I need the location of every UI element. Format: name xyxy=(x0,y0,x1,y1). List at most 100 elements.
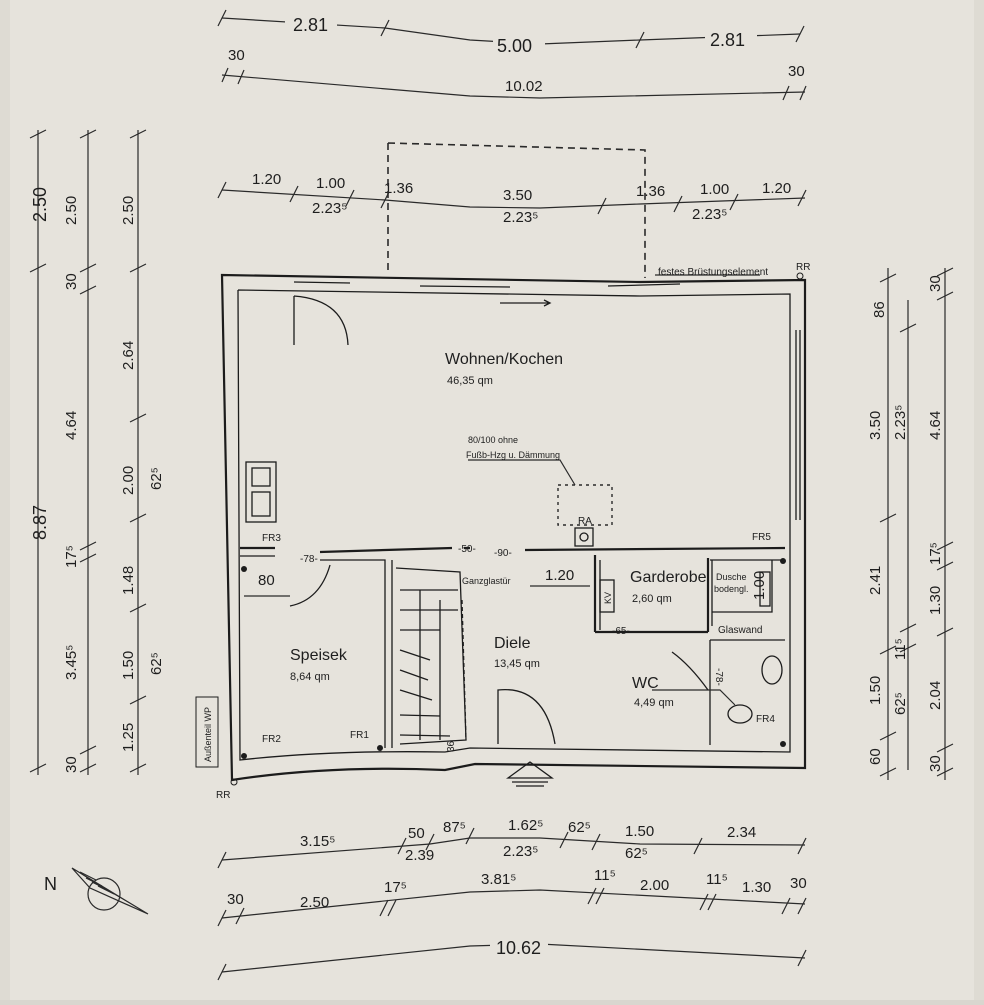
label-fr4: FR4 xyxy=(756,714,775,725)
dim-left-c3-e: 1.48 xyxy=(120,566,137,595)
dim-bot-r2-i: 30 xyxy=(790,875,807,892)
label-d90: -90- xyxy=(494,548,512,559)
dim-bot-r1b-c: 62⁵ xyxy=(625,845,648,862)
right-dimensions: 3.50 2.41 1.50 60 86 2.23⁵ 11⁵ 62⁵ 30 4.… xyxy=(867,267,954,780)
dim-left-c2-a: 2.50 xyxy=(63,196,80,225)
dim-left-c3-c: 2.00 xyxy=(120,466,137,495)
label-kv: KV xyxy=(603,592,613,604)
label-d36: 36 xyxy=(446,740,457,752)
dim-top-r3b-c: 2.23⁵ xyxy=(692,206,727,223)
north-arrow: N xyxy=(44,867,149,915)
label-d78b: -78- xyxy=(713,668,724,686)
label-fr5: FR5 xyxy=(752,532,771,543)
dim-top-r3-f: 1.00 xyxy=(700,181,729,198)
dim-bot-r2-b: 2.50 xyxy=(300,894,329,911)
label-rr-top: RR xyxy=(796,262,810,273)
dim-left-c3-a: 2.50 xyxy=(120,196,137,225)
dim-top-r1-c: 2.81 xyxy=(710,30,745,50)
dim-right-c3-c: 17⁵ xyxy=(927,542,944,565)
dim-bot-r2-g: 11⁵ xyxy=(706,871,728,888)
dim-right-c1-a: 3.50 xyxy=(867,411,884,440)
label-aussen-wp: Außenteil WP xyxy=(203,707,213,762)
label-d120: 1.20 xyxy=(545,567,574,584)
dim-top-r3-c: 1.36 xyxy=(384,180,413,197)
label-ganzglastuer: Ganzglastür xyxy=(462,576,511,586)
label-dusche-2: bodengl. xyxy=(714,584,749,594)
dim-left-c1-a: 2.50 xyxy=(30,187,50,222)
room-area-wc: 4,49 qm xyxy=(634,697,674,709)
dim-right-c1-b: 2.41 xyxy=(867,566,884,595)
dim-top-r3b-b: 2.23⁵ xyxy=(503,209,538,226)
dim-top-r3-b: 1.00 xyxy=(316,175,345,192)
dim-left-c1-b: 8.87 xyxy=(30,505,50,540)
dim-top-r3-g: 1.20 xyxy=(762,180,791,197)
dim-left-c3-g: 62⁵ xyxy=(148,652,165,675)
dim-left-c2-c: 4.64 xyxy=(63,411,80,440)
label-fr2: FR2 xyxy=(262,734,281,745)
label-dusche-1: Dusche xyxy=(716,572,747,582)
dim-top-r2-c: 30 xyxy=(788,63,805,80)
dim-right-c3-f: 30 xyxy=(927,755,944,772)
building-walls xyxy=(220,272,807,787)
plan-annotations: festes Brüstungselement RR RR FR1 FR2 FR… xyxy=(195,262,810,801)
label-d80: 80 xyxy=(258,572,275,589)
dim-left-c2-e: 3.45⁵ xyxy=(63,645,80,680)
dim-bot-r1-b: 50 xyxy=(408,825,425,842)
dim-bot-r2-d: 3.81⁵ xyxy=(481,871,516,888)
room-area-garderobe: 2,60 qm xyxy=(632,593,672,605)
dim-bot-r1b-b: 2.23⁵ xyxy=(503,843,538,860)
room-name-wc: WC xyxy=(632,675,659,692)
dim-left-c3-d: 62⁵ xyxy=(148,467,165,490)
dim-right-c2-b: 2.23⁵ xyxy=(892,405,909,440)
dim-left-c3-b: 2.64 xyxy=(120,341,137,370)
dim-top-r1-a: 2.81 xyxy=(293,15,328,35)
label-festes: festes Brüstungselement xyxy=(658,267,768,278)
dim-bot-r3-a: 10.62 xyxy=(496,938,541,958)
dim-bot-r1-e: 62⁵ xyxy=(568,819,591,836)
label-fr1: FR1 xyxy=(350,730,369,741)
label-d50: -50- xyxy=(458,544,476,555)
dim-right-c2-a: 86 xyxy=(871,301,888,318)
dim-left-c2-f: 30 xyxy=(63,756,80,773)
room-area-diele: 13,45 qm xyxy=(494,658,540,670)
label-note-1: 80/100 ohne xyxy=(468,435,518,445)
room-labels: Wohnen/Kochen 46,35 qm Speisek 8,64 qm D… xyxy=(290,351,707,709)
dim-top-r3-d: 3.50 xyxy=(503,187,532,204)
left-dimensions: 2.50 8.87 2.50 30 4.64 17⁵ 3.45⁵ 30 2.50… xyxy=(29,129,165,775)
dim-left-c2-d: 17⁵ xyxy=(63,545,80,568)
room-area-speisek: 8,64 qm xyxy=(290,671,330,683)
dim-bot-r1-d: 1.62⁵ xyxy=(508,817,543,834)
room-name-speisek: Speisek xyxy=(290,647,348,664)
north-label: N xyxy=(44,874,57,894)
dim-left-c3-f: 1.50 xyxy=(120,651,137,680)
dim-bot-r1-f: 1.50 xyxy=(625,823,654,840)
room-name-diele: Diele xyxy=(494,635,531,652)
bottom-dimensions: 3.15⁵ 50 87⁵ 1.62⁵ 62⁵ 1.50 2.34 2.39 2.… xyxy=(217,817,807,981)
terrace-outline xyxy=(387,142,646,278)
dim-top-r3-e: 1.36 xyxy=(636,183,665,200)
room-area-wohnen: 46,35 qm xyxy=(447,375,493,387)
dim-top-r1-b: 5.00 xyxy=(497,36,532,56)
label-d78a: -78- xyxy=(300,554,318,565)
label-note-2: Fußb-Hzg u. Dämmung xyxy=(466,450,560,460)
top-dimensions: 2.81 5.00 2.81 30 10.02 30 1.20 1.00 1.3… xyxy=(217,9,807,226)
label-glaswand: Glaswand xyxy=(718,625,762,636)
room-name-garderobe: Garderobe xyxy=(630,569,707,586)
dim-bot-r2-f: 2.00 xyxy=(640,877,669,894)
label-ra: RA xyxy=(578,516,592,527)
dim-bot-r1-c: 87⁵ xyxy=(443,819,466,836)
dim-right-c3-b: 4.64 xyxy=(927,411,944,440)
dim-left-c2-b: 30 xyxy=(63,273,80,290)
dim-bot-r2-a: 30 xyxy=(227,891,244,908)
dim-bot-r1b-a: 2.39 xyxy=(405,847,434,864)
dim-bot-r2-c: 17⁵ xyxy=(384,879,407,896)
label-rr-bottom: RR xyxy=(216,790,230,801)
dim-bot-r1-g: 2.34 xyxy=(727,824,756,841)
dim-top-r2-a: 30 xyxy=(228,47,245,64)
label-d65: -65- xyxy=(612,626,630,637)
dim-bot-r1-a: 3.15⁵ xyxy=(300,833,335,850)
dim-right-c3-e: 2.04 xyxy=(927,681,944,710)
label-d100: 1.00 xyxy=(751,571,768,600)
